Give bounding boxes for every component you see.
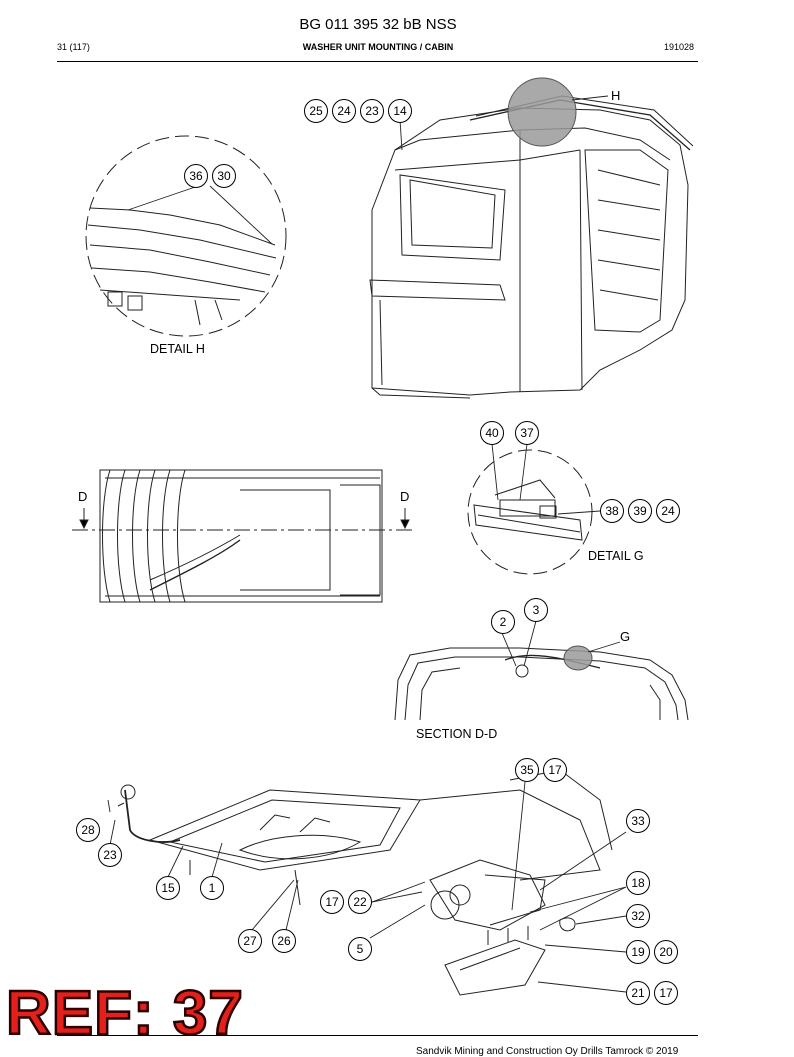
detail-g-circle [467, 449, 593, 575]
callout-37: 37 [515, 421, 539, 445]
section-dd-caption: SECTION D-D [416, 727, 498, 741]
callout-26: 26 [272, 929, 296, 953]
page-number: 31 (117) [57, 42, 90, 52]
callout-18: 18 [626, 871, 650, 895]
callout-25: 25 [304, 99, 328, 123]
detail-g-marker [563, 645, 593, 671]
callout-3: 3 [524, 598, 548, 622]
view-label-h: H [611, 88, 621, 103]
view-label-g: G [620, 629, 631, 644]
detail-g-caption: DETAIL G [588, 549, 644, 563]
section-title: WASHER UNIT MOUNTING / CABIN [302, 42, 454, 52]
plan-view [72, 469, 416, 603]
callout-20: 20 [654, 940, 678, 964]
callout-15: 15 [156, 876, 180, 900]
callout-17-washer: 17 [320, 890, 344, 914]
callout-28: 28 [76, 818, 100, 842]
callout-17-bottom: 17 [654, 981, 678, 1005]
callout-30: 30 [212, 164, 236, 188]
callout-1: 1 [200, 876, 224, 900]
section-dd-view [394, 647, 689, 721]
callout-19: 19 [626, 940, 650, 964]
detail-h-circle [85, 135, 287, 337]
callout-14: 14 [388, 99, 412, 123]
callout-35: 35 [515, 758, 539, 782]
header-rule [57, 61, 698, 62]
detail-h-marker [507, 77, 577, 147]
reference-stamp: REF: 37 [5, 979, 244, 1048]
view-label-d-right: D [400, 489, 410, 504]
callout-39: 39 [628, 499, 652, 523]
callout-40: 40 [480, 421, 504, 445]
callout-23: 23 [360, 99, 384, 123]
document-title: BG 011 395 32 bB NSS [299, 16, 457, 33]
callout-22: 22 [348, 890, 372, 914]
view-label-d-left: D [78, 489, 88, 504]
washer-unit-view [117, 769, 613, 996]
footer-copyright: Sandvik Mining and Construction Oy Drill… [416, 1046, 679, 1057]
callout-36: 36 [184, 164, 208, 188]
detail-h-caption: DETAIL H [150, 342, 205, 356]
callout-32: 32 [626, 904, 650, 928]
callout-33: 33 [626, 809, 650, 833]
leader-lines [107, 95, 627, 993]
callout-17: 17 [543, 758, 567, 782]
callout-24-detail-g: 24 [656, 499, 680, 523]
callout-21: 21 [626, 981, 650, 1005]
callout-23-washer: 23 [98, 843, 122, 867]
callout-27: 27 [238, 929, 262, 953]
document-date: 191028 [664, 42, 695, 52]
callout-5: 5 [348, 937, 372, 961]
detail-g-content [473, 479, 583, 541]
callout-24: 24 [332, 99, 356, 123]
callout-2: 2 [491, 610, 515, 634]
footer-rule [57, 1035, 698, 1036]
section-dd-arrows [79, 508, 410, 530]
callout-38: 38 [600, 499, 624, 523]
detail-h-content [87, 207, 277, 326]
